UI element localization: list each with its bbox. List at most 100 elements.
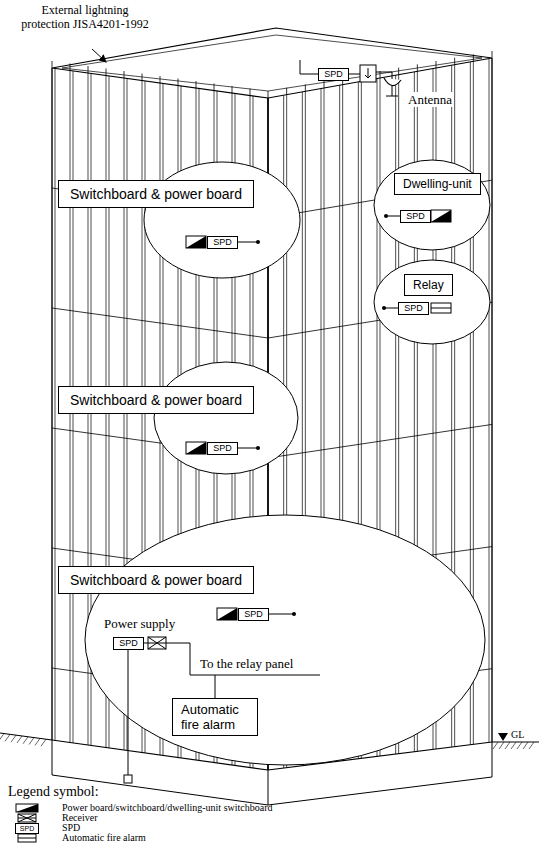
- basement-wall: [492, 742, 493, 777]
- legend-text: Automatic fire alarm: [62, 833, 146, 843]
- ground-hatch: [523, 742, 528, 749]
- roof-post: [250, 89, 251, 96]
- spd-box: SPD: [113, 637, 144, 650]
- booster-symbol: [360, 65, 376, 82]
- fire-alarm-symbol: [431, 303, 451, 313]
- wire: [215, 675, 216, 698]
- wire: [144, 643, 148, 644]
- ground-hatch: [11, 735, 16, 742]
- mullion: [489, 59, 490, 743]
- ground-hatch: [0, 734, 4, 741]
- callout-box: Switchboard & power board: [58, 566, 254, 594]
- box-text: Switchboard & power board: [70, 392, 242, 408]
- box-text: SPD: [18, 825, 36, 832]
- roof-post: [286, 88, 287, 95]
- roof-post: [196, 81, 197, 88]
- ground-hatch: [499, 742, 504, 749]
- box-text: Relay: [413, 278, 444, 292]
- wire: [386, 216, 400, 217]
- ground-hatch: [17, 736, 22, 743]
- receiver-symbol: [148, 637, 166, 649]
- power-board-symbol: [217, 608, 237, 620]
- power-board-symbol: [16, 804, 38, 812]
- box-text: Switchboard & power board: [70, 572, 242, 588]
- spd-box: SPD: [398, 302, 429, 315]
- fire-alarm-symbol: [431, 308, 451, 309]
- floor-line: [52, 308, 268, 338]
- note-label: External lightning protection JISA4201-1…: [20, 3, 150, 31]
- box-text: Dwelling-unit: [403, 177, 472, 191]
- power-board-symbol: [16, 804, 38, 812]
- roof-post: [88, 66, 89, 73]
- ground-hatch: [493, 742, 498, 749]
- wire: [269, 614, 294, 615]
- mullion: [55, 68, 56, 740]
- spd-box: SPD: [400, 210, 431, 223]
- box-text: SPD: [402, 304, 425, 313]
- power-board-symbol: [186, 442, 206, 454]
- pole: [300, 60, 301, 74]
- part-label: Antenna: [406, 92, 454, 107]
- connection-dot: [384, 214, 388, 218]
- box-text: Automatic fire alarm: [181, 702, 249, 732]
- wire: [238, 448, 258, 449]
- connection-dot: [382, 306, 386, 310]
- roof-post: [232, 86, 233, 93]
- roof-post: [417, 64, 418, 71]
- fire-alarm-symbol: [18, 838, 36, 839]
- mullion: [491, 58, 492, 742]
- roof-post: [305, 84, 306, 91]
- antenna-dish: [384, 78, 401, 86]
- callout-box: Relay: [404, 274, 453, 296]
- box-text: SPD: [242, 610, 265, 619]
- dwelling-board-symbol: [431, 210, 451, 222]
- roof-post: [106, 69, 107, 76]
- basement-wall: [52, 740, 53, 775]
- basement-wall: [268, 770, 269, 805]
- wire: [376, 72, 392, 73]
- legend-text: Power board/switchboard/dwelling-unit sw…: [62, 803, 273, 813]
- detail-ellipse: [374, 260, 490, 344]
- roof: [52, 28, 492, 98]
- wire: [384, 308, 398, 309]
- roof-post: [436, 61, 437, 68]
- fire-alarm-symbol: [18, 834, 36, 842]
- booster-symbol: [365, 68, 371, 78]
- ground-hatch: [29, 738, 34, 745]
- box-text: SPD: [322, 70, 345, 79]
- roof-post: [214, 84, 215, 91]
- receiver-symbol: [18, 814, 36, 822]
- roof-post: [124, 71, 125, 78]
- box-text: SPD: [211, 238, 234, 247]
- power-line: [128, 649, 129, 775]
- ground-hatch: [505, 742, 510, 749]
- roof-post: [473, 54, 474, 61]
- wire: [349, 74, 360, 75]
- ground-hatch: [529, 742, 534, 749]
- box-text: Switchboard & power board: [70, 186, 242, 202]
- dwelling-board-symbol: [431, 210, 451, 222]
- box-text: SPD: [117, 639, 140, 648]
- callout-box: Switchboard & power board: [58, 180, 254, 208]
- callout-box: Switchboard & power board: [58, 386, 254, 414]
- spd-symbol: SPD: [15, 823, 39, 834]
- roof-post: [324, 81, 325, 88]
- ground-line: [0, 733, 52, 740]
- roof-post: [398, 68, 399, 75]
- receiver-symbol: [18, 814, 36, 822]
- legend-heading: Legend symbol:: [8, 784, 99, 800]
- floor-line: [268, 424, 492, 458]
- detail-ellipse: [154, 362, 298, 474]
- legend-text: SPD: [62, 823, 80, 833]
- ground-hatch: [35, 738, 40, 745]
- wire: [238, 242, 258, 243]
- roof-post: [142, 74, 143, 81]
- roof-post: [454, 58, 455, 65]
- wire: [166, 643, 320, 675]
- connection-dot: [292, 612, 296, 616]
- building-lines: [0, 28, 539, 805]
- level-marker: [498, 733, 508, 741]
- roof-post: [160, 76, 161, 83]
